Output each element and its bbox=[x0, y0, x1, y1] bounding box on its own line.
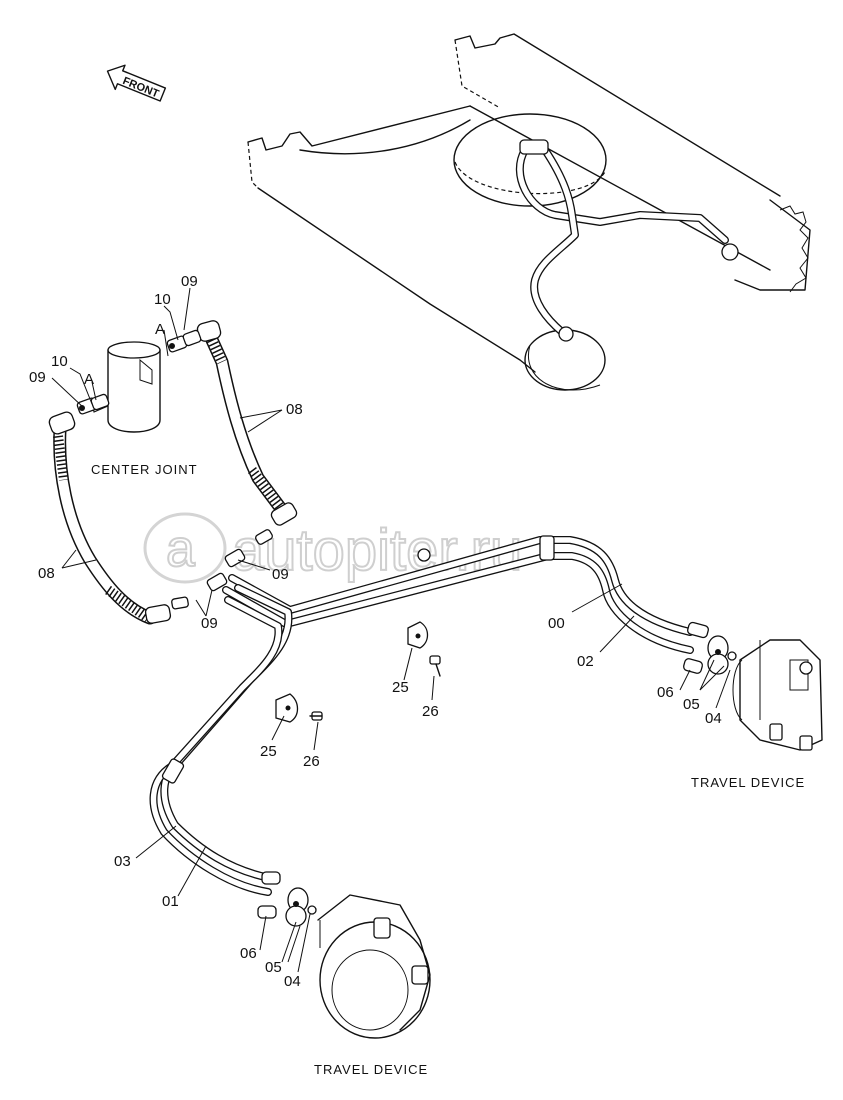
label-09-top: 09 bbox=[181, 273, 198, 290]
label-10-top: 10 bbox=[154, 291, 171, 308]
label-04-right: 04 bbox=[705, 710, 722, 727]
label-05-right: 05 bbox=[683, 696, 700, 713]
caption-center-joint: CENTER JOINT bbox=[91, 462, 198, 477]
captions: CENTER JOINT TRAVEL DEVICE TRAVEL DEVICE bbox=[91, 462, 805, 1077]
label-26-left: 26 bbox=[303, 753, 320, 770]
caption-travel-device-bottom: TRAVEL DEVICE bbox=[314, 1062, 428, 1077]
label-09-mid-low: 09 bbox=[201, 615, 218, 632]
pipe-00-02 bbox=[222, 535, 694, 654]
upper-travel-motor-port bbox=[721, 243, 739, 261]
hose-08-right bbox=[196, 320, 298, 526]
label-01: 01 bbox=[162, 893, 179, 910]
fittings-bottom bbox=[257, 871, 317, 927]
fittings-right bbox=[683, 621, 737, 675]
label-04-bottom: 04 bbox=[284, 973, 301, 990]
label-10-left: 10 bbox=[51, 353, 68, 370]
label-25-right: 25 bbox=[392, 679, 409, 696]
label-a-top: A bbox=[155, 321, 165, 338]
pipe-clamp-lower bbox=[161, 758, 185, 784]
label-06-right: 06 bbox=[657, 684, 674, 701]
part-labels: 09 10 A 10 09 A 08 08 09 09 00 02 06 05 … bbox=[29, 273, 722, 990]
label-08-left: 08 bbox=[38, 565, 55, 582]
front-arrow-icon: FRONT bbox=[106, 64, 167, 102]
swivel-fitting-upper bbox=[519, 139, 549, 155]
clamp-25-right bbox=[407, 621, 441, 677]
label-25-left: 25 bbox=[260, 743, 277, 760]
center-joint bbox=[91, 341, 161, 433]
leader-lines bbox=[51, 287, 731, 973]
label-00: 00 bbox=[548, 615, 565, 632]
label-08-right: 08 bbox=[286, 401, 303, 418]
label-a-left: A bbox=[84, 371, 94, 388]
travel-device-right bbox=[732, 639, 823, 751]
front-arrow-label: FRONT bbox=[121, 75, 161, 100]
label-09-mid-right: 09 bbox=[272, 566, 289, 583]
hose-08-left bbox=[48, 411, 172, 625]
center-joint-fittings bbox=[76, 329, 273, 610]
label-26-right: 26 bbox=[422, 703, 439, 720]
watermark-logo-ring bbox=[143, 512, 227, 584]
label-06-bottom: 06 bbox=[240, 945, 257, 962]
pipe-clamp-upper bbox=[539, 535, 555, 561]
track-frame bbox=[247, 33, 811, 391]
upper-piping bbox=[515, 139, 739, 342]
clamp-25-left bbox=[275, 693, 323, 723]
upper-travel-motor-port-left bbox=[558, 326, 574, 342]
label-03: 03 bbox=[114, 853, 131, 870]
label-02: 02 bbox=[577, 653, 594, 670]
watermark: a autopiter.ru bbox=[143, 512, 523, 584]
travel-device-bottom bbox=[317, 894, 431, 1039]
watermark-logo-letter: a bbox=[166, 520, 195, 578]
label-09-left: 09 bbox=[29, 369, 46, 386]
caption-travel-device-right: TRAVEL DEVICE bbox=[691, 775, 805, 790]
label-05-bottom: 05 bbox=[265, 959, 282, 976]
pipe-03-01 bbox=[149, 584, 293, 896]
